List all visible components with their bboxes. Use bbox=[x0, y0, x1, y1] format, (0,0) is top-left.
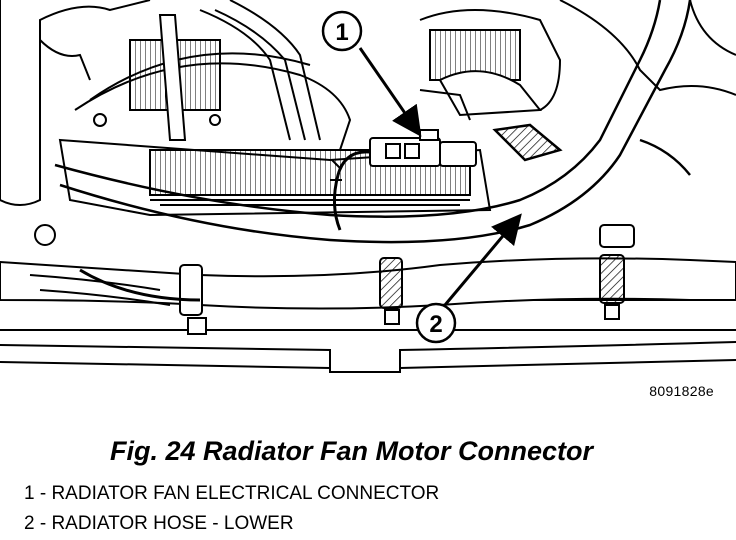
callout-2-label: 2 bbox=[429, 311, 442, 338]
upper-structure bbox=[0, 0, 736, 206]
left-fan-shroud bbox=[74, 0, 352, 151]
engine-bay-illustration: 1 2 bbox=[0, 0, 736, 373]
callout-2: 2 bbox=[415, 213, 522, 344]
lower-crossmember bbox=[0, 299, 736, 373]
fan-electrical-connector bbox=[330, 129, 477, 231]
figure-id-code: 8091828e bbox=[649, 383, 714, 399]
callout-1-label: 1 bbox=[335, 19, 348, 46]
right-fan-shroud bbox=[419, 9, 562, 121]
legend-item-connector: 1 - RADIATOR FAN ELECTRICAL CONNECTOR bbox=[24, 483, 440, 504]
side-brackets bbox=[34, 113, 635, 248]
figure-caption: Fig. 24 Radiator Fan Motor Connector bbox=[110, 436, 594, 466]
lower-radiator-hose bbox=[0, 254, 736, 335]
upper-hose bbox=[54, 0, 692, 244]
callout-1: 1 bbox=[321, 10, 422, 137]
legend-item-hose: 2 - RADIATOR HOSE - LOWER bbox=[24, 513, 294, 534]
